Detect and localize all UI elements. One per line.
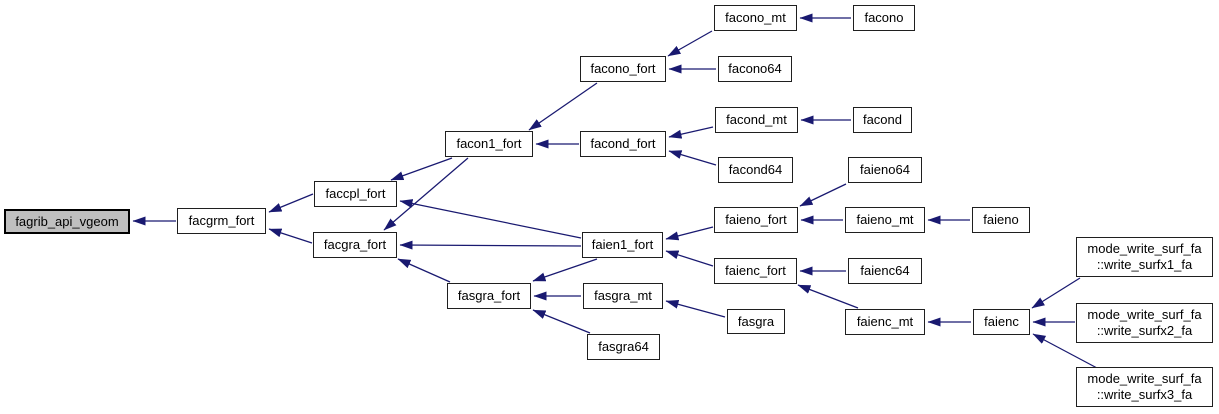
node-write_surfx3_fa[interactable]: mode_write_surf_fa::write_surfx3_fa: [1076, 367, 1213, 407]
node-faienc64[interactable]: faienc64: [848, 258, 922, 284]
edge-facond64-to-facond_fort: [668, 150, 717, 166]
edge-write_surfx3_fa-to-faienc: [1032, 333, 1098, 369]
edge-facono_mt-to-facono_fort: [667, 30, 713, 57]
node-label: faienc64: [860, 263, 910, 279]
node-label: mode_write_surf_fa: [1087, 371, 1202, 387]
edge-fasgra64-to-fasgra_fort: [532, 309, 591, 334]
node-label: fasgra64: [598, 339, 649, 355]
node-label: facgra_fort: [323, 237, 387, 253]
node-label: facono: [864, 10, 904, 26]
node-label: ::write_surfx2_fa: [1096, 323, 1193, 338]
node-facono_mt[interactable]: facono_mt: [714, 5, 797, 31]
node-label: faien1_fort: [591, 237, 654, 253]
edge-faien1_fort-to-faccpl_fort: [399, 199, 582, 239]
node-facond[interactable]: facond: [853, 107, 912, 133]
edge-facon1_fort-to-faccpl_fort: [390, 157, 453, 181]
node-label: facono_mt: [725, 10, 786, 26]
node-label: fasgra: [737, 313, 775, 329]
node-faien1_fort[interactable]: faien1_fort: [582, 232, 663, 258]
node-label: fasgra_mt: [594, 288, 652, 304]
node-label: fasgra_fort: [457, 288, 521, 304]
edge-fasgra_fort-to-facgra_fort: [397, 258, 451, 283]
node-label: facono64: [728, 61, 782, 77]
node-facono64[interactable]: facono64: [718, 56, 792, 82]
edge-faien1_fort-to-facgra_fort: [399, 240, 582, 250]
edge-facon1_fort-to-facgra_fort: [383, 157, 469, 231]
node-facgra_fort[interactable]: facgra_fort: [313, 232, 397, 258]
node-label: mode_write_surf_fa: [1087, 241, 1202, 257]
node-label: fagrib_api_vgeom: [15, 213, 119, 229]
node-faienc_fort[interactable]: faienc_fort: [714, 258, 797, 284]
edge-facgra_fort-to-facgrm_fort: [268, 228, 313, 244]
node-label: facond64: [728, 162, 783, 178]
node-fasgra_mt[interactable]: fasgra_mt: [583, 283, 663, 309]
node-facono_fort[interactable]: facono_fort: [580, 56, 666, 82]
node-label: facon1_fort: [456, 136, 522, 152]
edge-faieno64-to-faieno_fort: [799, 183, 847, 207]
edge-facond_mt-to-facond_fort: [668, 126, 714, 139]
node-facgrm_fort[interactable]: facgrm_fort: [177, 208, 266, 234]
node-label: faieno_fort: [725, 212, 787, 228]
node-faccpl_fort[interactable]: faccpl_fort: [314, 181, 397, 207]
edge-fasgra-to-fasgra_mt: [665, 299, 726, 318]
node-label: faienc: [984, 314, 1019, 330]
node-label: facond_mt: [726, 112, 787, 128]
node-label: faieno_mt: [856, 212, 914, 228]
node-fasgra[interactable]: fasgra: [727, 309, 785, 334]
edge-write_surfx1_fa-to-faienc: [1031, 277, 1081, 309]
node-fagrib_api_vgeom[interactable]: fagrib_api_vgeom: [4, 209, 130, 234]
edge-faienc_mt-to-faienc_fort: [797, 284, 859, 309]
node-facono[interactable]: facono: [853, 5, 915, 31]
node-facond_fort[interactable]: facond_fort: [580, 131, 666, 157]
node-label: facond: [862, 112, 903, 128]
node-facond_mt[interactable]: facond_mt: [715, 107, 798, 133]
edge-faccpl_fort-to-facgrm_fort: [268, 193, 314, 213]
node-facond64[interactable]: facond64: [718, 157, 793, 183]
node-faieno64[interactable]: faieno64: [848, 157, 922, 183]
node-faieno_fort[interactable]: faieno_fort: [714, 207, 798, 233]
node-label: faccpl_fort: [325, 186, 386, 202]
node-label: faieno: [983, 212, 1019, 228]
edge-faien1_fort-to-fasgra_fort: [532, 258, 598, 282]
edge-faieno_fort-to-faien1_fort: [665, 226, 714, 241]
node-label: ::write_surfx3_fa: [1096, 387, 1193, 402]
node-faienc[interactable]: faienc: [973, 309, 1030, 335]
node-label: faieno64: [860, 162, 910, 178]
node-faienc_mt[interactable]: faienc_mt: [845, 309, 925, 335]
edge-facono_fort-to-facon1_fort: [528, 82, 598, 131]
node-write_surfx1_fa[interactable]: mode_write_surf_fa::write_surfx1_fa: [1076, 237, 1213, 277]
node-label: faienc_fort: [725, 263, 786, 279]
node-label: facgrm_fort: [188, 213, 255, 229]
node-label: faienc_mt: [856, 314, 914, 330]
node-label: facono_fort: [590, 61, 656, 77]
node-facon1_fort[interactable]: facon1_fort: [445, 131, 533, 157]
edge-faienc_fort-to-faien1_fort: [665, 250, 714, 267]
node-fasgra64[interactable]: fasgra64: [587, 334, 660, 360]
node-label: facond_fort: [590, 136, 656, 152]
node-fasgra_fort[interactable]: fasgra_fort: [447, 283, 531, 309]
node-label: mode_write_surf_fa: [1087, 307, 1202, 323]
node-faieno[interactable]: faieno: [972, 207, 1030, 233]
node-write_surfx2_fa[interactable]: mode_write_surf_fa::write_surfx2_fa: [1076, 303, 1213, 343]
node-label: ::write_surfx1_fa: [1096, 257, 1193, 272]
node-faieno_mt[interactable]: faieno_mt: [845, 207, 925, 233]
